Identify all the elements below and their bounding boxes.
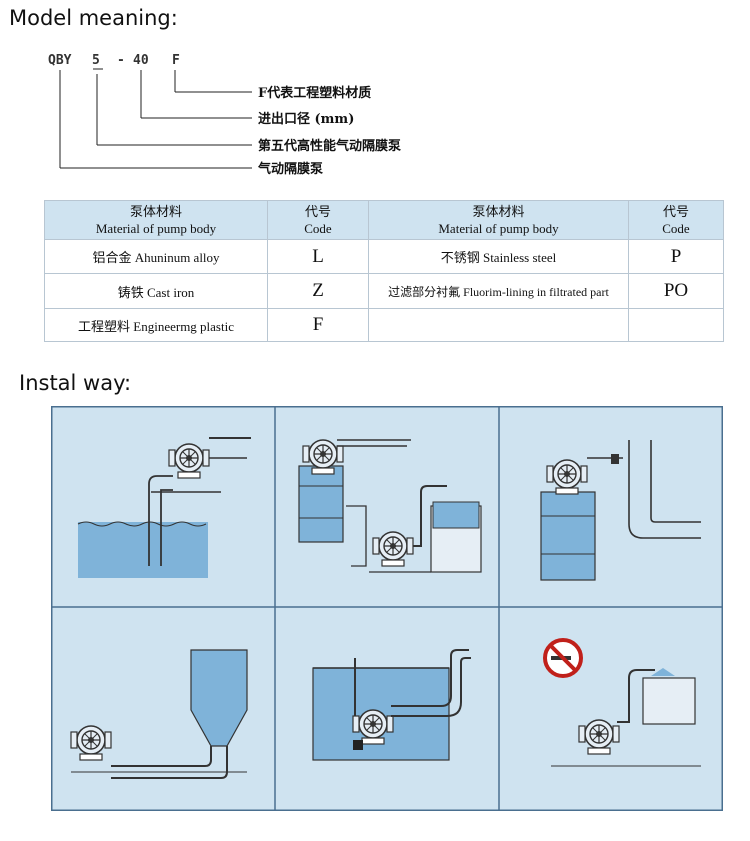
code-part-dash: - [117,53,125,68]
cell-code [628,308,724,342]
code-leader-lines [59,68,252,169]
table-row: 铝合金 Ahuninum alloy L 不锈钢 Stainless steel… [44,239,724,274]
cell-material: 过滤部分衬氟 Fluorim-lining in filtrated part [368,273,629,309]
cell-material [368,308,629,342]
cell-code: P [628,239,724,274]
meaning-generation: 第五代高性能气动隔膜泵 [258,138,401,154]
install-panel-drum-transfer [298,439,482,573]
cell-material: 铸铁 Cast iron [44,273,268,309]
cell-material: 工程塑料 Engineermg plastic [44,308,268,342]
model-meaning-heading: Model meaning: [9,6,178,30]
code-part-diameter: 40 [133,53,149,68]
meaning-series: 气动隔膜泵 [258,161,323,177]
cell-code: F [267,308,369,342]
table-row: 铸铁 Cast iron Z 过滤部分衬氟 Fluorim-lining in … [44,273,724,309]
meaning-diameter: 进出口径 (mm) [258,111,354,127]
cell-material: 铝合金 Ahuninum alloy [44,239,268,274]
install-panel-gravity-feed [70,649,248,779]
install-way-heading: Instal way: [19,371,132,395]
code-part-series: QBY [48,53,72,68]
cell-code: L [267,239,369,274]
install-panel-submerged [312,649,471,761]
table-row: 工程塑料 Engineermg plastic F [44,308,724,342]
code-part-material: F [172,53,180,68]
install-panel-suction-lift [77,437,251,578]
model-code-diagram: QBY 5 - 40 F F代表工程塑料材质 进出口径 (mm) 第五代高性能气… [48,53,401,177]
install-panel-no-smoking [543,638,701,767]
code-part-generation: 5 [92,53,100,68]
meaning-material: F代表工程塑料材质 [258,85,371,101]
install-panel-drum-top [540,440,701,581]
install-diagrams [51,406,723,811]
cell-code: Z [267,273,369,309]
install-grid-lines [51,406,723,811]
cell-material: 不锈钢 Stainless steel [368,239,629,274]
cell-code: PO [628,273,724,309]
